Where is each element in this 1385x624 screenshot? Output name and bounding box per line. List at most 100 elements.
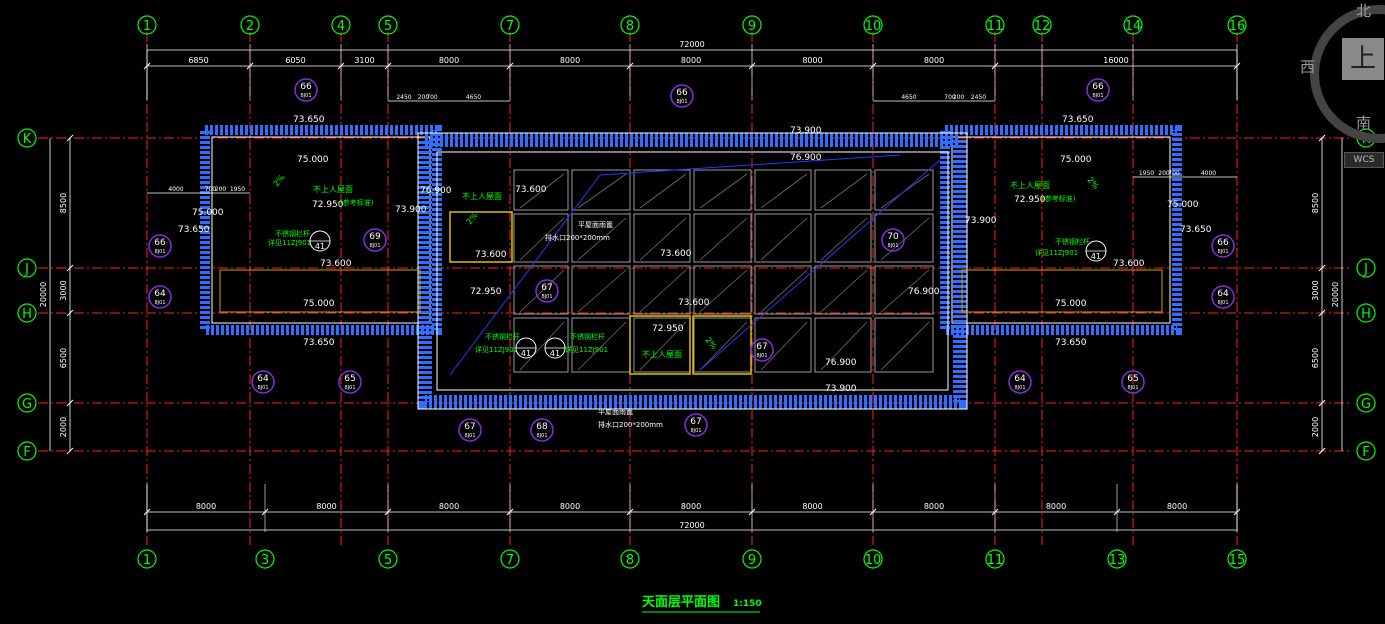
drain-note: 排水口200*200mm — [545, 233, 610, 242]
detail-tag-number: 64 — [257, 374, 269, 384]
axis-bubble-top-label: 2 — [246, 19, 254, 34]
axis-bubble-right-circle — [1356, 303, 1376, 323]
skylight-cell — [814, 213, 872, 263]
detail-tag-sheet: 8J01 — [464, 433, 475, 439]
right-side-total-label: 20000 — [1331, 282, 1340, 307]
bottom-total-label: 72000 — [679, 521, 704, 530]
skylight-diagonal — [519, 269, 565, 313]
detail-tag-sheet: 8J01 — [1014, 385, 1025, 391]
axis-bubble-top-circle — [620, 15, 640, 35]
axis-bubble-right-label: G — [1361, 397, 1371, 412]
right-side-dim-label: 8500 — [1311, 193, 1320, 213]
skylight-cell — [814, 169, 872, 211]
skylight-cell — [513, 317, 569, 373]
bottom-dim-label: 8000 — [560, 502, 580, 511]
axis-bubble-top-circle — [742, 15, 762, 35]
viewcube-face-top[interactable]: 上 — [1342, 38, 1384, 80]
small-dim-left-label: 2450 — [396, 94, 411, 101]
skylight-diagonal — [880, 321, 930, 371]
right-side-dim-label: 6500 — [1311, 348, 1320, 368]
bottom-dim-label: 8000 — [1046, 502, 1066, 511]
detail-tag-sheet: 8J01 — [257, 385, 268, 391]
detail-tag-sheet: 8J01 — [887, 243, 898, 249]
detail-tag-sheet: 8J01 — [676, 99, 687, 105]
detail-tag-number: 68 — [536, 422, 548, 432]
right-wing-dim-label: 200 — [1158, 170, 1170, 177]
section-marker-number: 41 — [521, 349, 531, 358]
skylight-cell — [633, 213, 691, 263]
skylight-diagonal — [760, 173, 808, 209]
detail-tag-number: 66 — [154, 238, 166, 248]
detail-tag-sheet: 8J01 — [344, 385, 355, 391]
detail-tag-circle — [881, 228, 905, 252]
detail-tag-sheet: 8J01 — [1127, 385, 1138, 391]
skylight-cell — [571, 213, 631, 263]
bottom-dim-label: 8000 — [1167, 502, 1187, 511]
right-side-dim-tick — [1318, 447, 1326, 455]
detail-tag-number: 66 — [1092, 82, 1104, 92]
left-side-dim-label: 6500 — [59, 348, 68, 368]
skylight-cell — [754, 317, 812, 373]
axis-bubble-right-circle — [1356, 393, 1376, 413]
detail-tag-sheet: 8J01 — [1092, 93, 1103, 99]
skylight-cell — [874, 265, 934, 315]
axis-bubble-top-circle — [1227, 15, 1247, 35]
left-wing-dim-label: 4000 — [168, 186, 183, 193]
left-side-dim-tick — [66, 134, 74, 142]
detail-tag-sheet: 8J01 — [154, 249, 165, 255]
skylight-diagonal — [577, 217, 627, 261]
detail-tag-circle — [670, 84, 694, 108]
right-wing-dim-label: 700 — [1168, 170, 1180, 177]
small-dim-left-label: 700 — [426, 94, 438, 101]
top-dim-label: 8000 — [802, 56, 822, 65]
detail-tag-circle — [530, 418, 554, 442]
axis-bubble-top-label: 16 — [1229, 19, 1246, 34]
axis-bubble-top-label: 8 — [626, 19, 634, 34]
standard-note: 详见11ZJ901 — [1035, 248, 1078, 257]
building-outline — [200, 125, 1182, 410]
right-wing-dim-label: 1950 — [1139, 170, 1154, 177]
elevation-label: 72.950 — [312, 200, 344, 210]
axis-bubble-bottom-circle — [1107, 549, 1127, 569]
left-side-dim-label: 8500 — [59, 193, 68, 213]
elevation-label: 73.600 — [660, 249, 692, 259]
axis-bubble-bottom-circle — [500, 549, 520, 569]
wcs-button[interactable]: WCS — [1344, 152, 1384, 168]
axis-bubble-top-label: 1 — [143, 19, 151, 34]
section-marker-number: 41 — [550, 349, 560, 358]
small-dim-right-label: 2450 — [971, 94, 986, 101]
axis-bubble-bottom-label: 15 — [1229, 553, 1246, 568]
detail-tag-circle — [251, 370, 275, 394]
detail-tag-circle — [148, 285, 172, 309]
left-side-dim-tick — [66, 447, 74, 455]
compass-west[interactable]: 西 — [1300, 58, 1316, 76]
axis-bubble-top-label: 7 — [506, 19, 514, 34]
detail-tag-circle — [750, 338, 774, 362]
axis-bubble-top-label: 5 — [384, 19, 392, 34]
bottom-dim-label: 8000 — [439, 502, 459, 511]
gutter-note: 不锈钢栏杆 — [1055, 237, 1090, 246]
bottom-dim-label: 8000 — [924, 502, 944, 511]
viewcube[interactable]: 上 北 西 南 WCS — [1300, 0, 1385, 170]
elevation-label: 72.950 — [470, 287, 502, 297]
skylight-cell — [874, 169, 934, 211]
slope-note: 2% — [703, 336, 718, 352]
elevation-label: 73.600 — [678, 298, 710, 308]
skylight-cell — [754, 213, 812, 263]
skylight-diagonal — [760, 217, 808, 261]
skylight-cell — [874, 317, 934, 373]
drain-note: 平屋面雨篦 — [578, 220, 613, 229]
axis-bubble-left-label: F — [23, 445, 30, 460]
skylight-cell — [633, 265, 691, 315]
axis-bubble-top-circle — [137, 15, 157, 35]
compass-north[interactable]: 北 — [1356, 2, 1372, 20]
elevation-label: 73.600 — [320, 259, 352, 269]
axis-bubble-bottom-label: 13 — [1109, 553, 1126, 568]
compass-south[interactable]: 南 — [1356, 114, 1372, 132]
axis-bubble-top-label: 14 — [1125, 19, 1142, 34]
detail-tag-number: 67 — [541, 283, 552, 293]
drawing-title: 天面层平面图 — [642, 595, 720, 610]
